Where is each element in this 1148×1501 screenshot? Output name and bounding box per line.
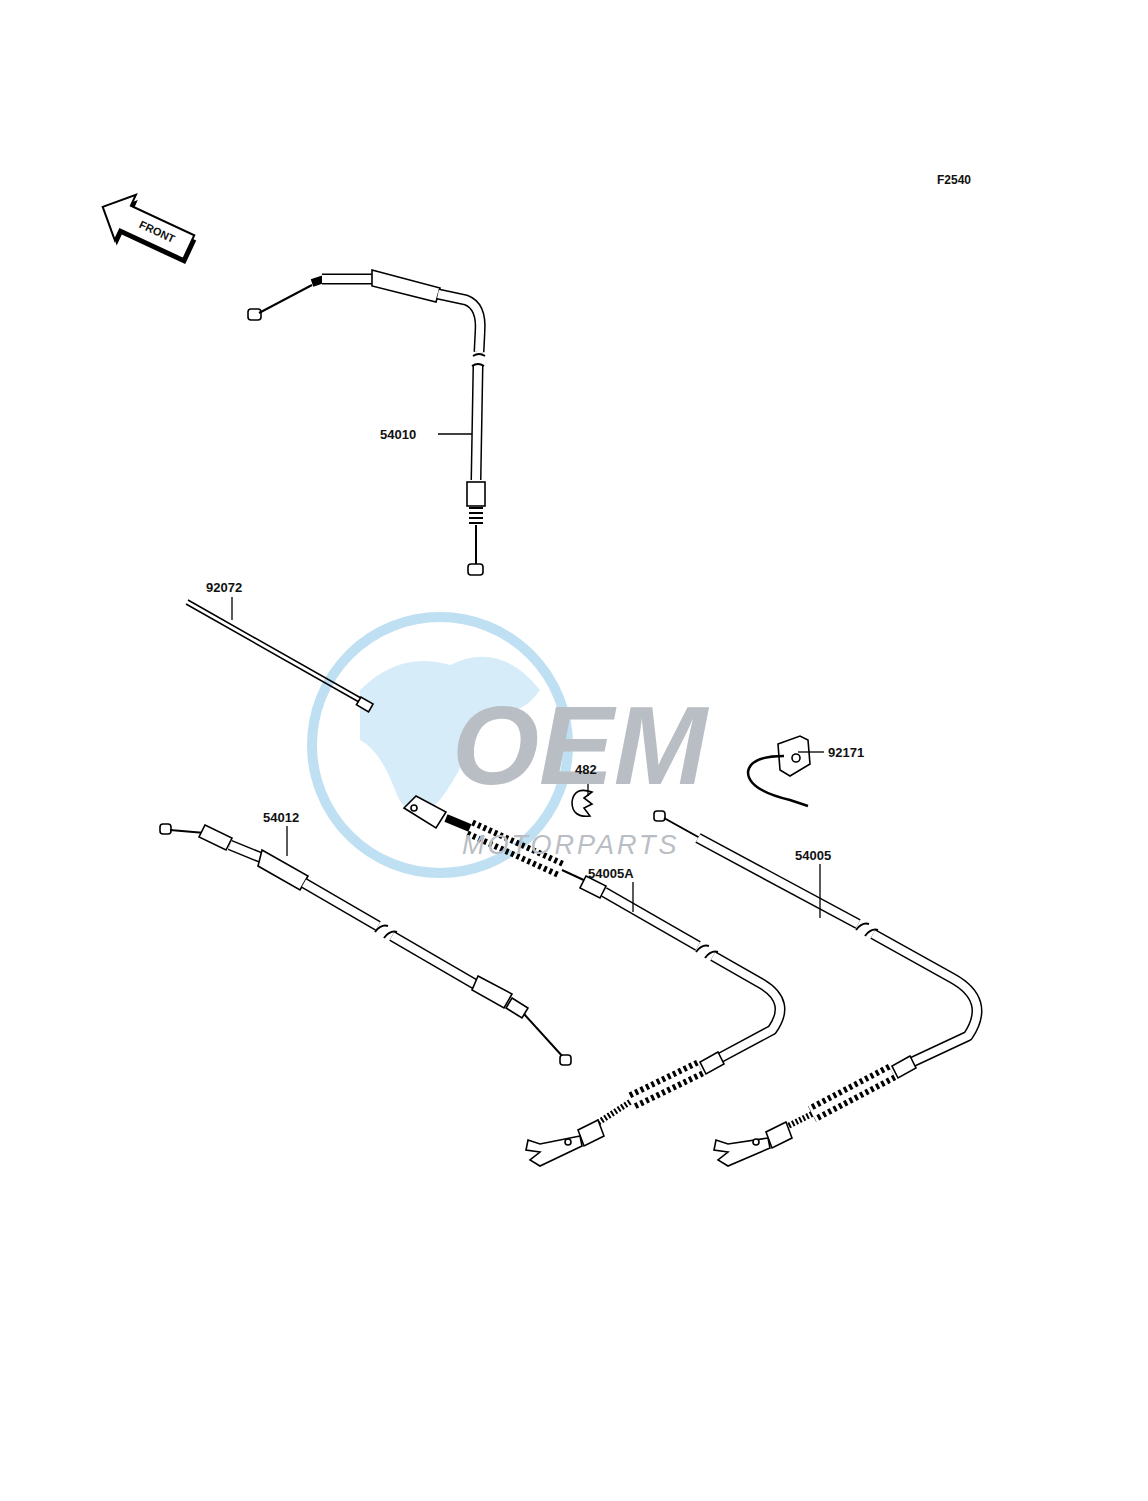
front-arrow (90, 184, 203, 275)
cable-tie-92072 (186, 600, 373, 712)
watermark: MOTORPARTS (462, 832, 680, 859)
leader-lines (232, 434, 824, 918)
cable-54005 (654, 811, 977, 1166)
clamp-92171 (748, 736, 810, 806)
watermark: OEM (452, 690, 707, 802)
callout-number: 92072 (206, 581, 242, 594)
callout-number: 54005A (588, 867, 634, 880)
callout-number: 482 (575, 763, 597, 776)
callout-number: 92171 (828, 746, 864, 759)
callout-number: 54005 (795, 849, 831, 862)
callout-number: 54012 (263, 811, 299, 824)
figure-code: F2540 (937, 174, 971, 186)
cable-54012 (160, 824, 571, 1065)
cable-54010 (248, 270, 485, 575)
callout-number: 54010 (380, 428, 416, 441)
